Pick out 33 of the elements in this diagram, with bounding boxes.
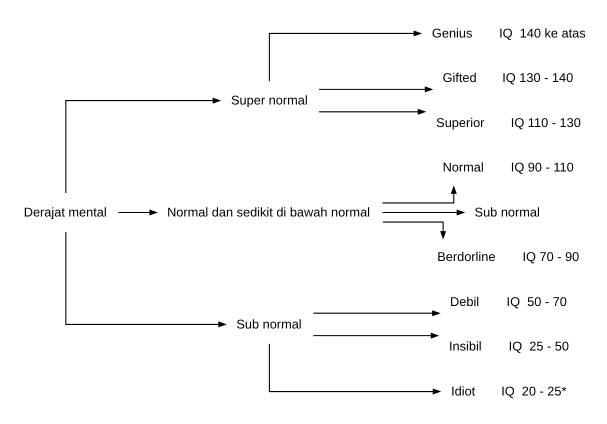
node-text: Idiot bbox=[451, 382, 476, 398]
arrow bbox=[319, 108, 426, 114]
arrow bbox=[65, 97, 222, 192]
node-label: IQ 70 - 90 bbox=[522, 248, 580, 264]
node-label: IQ 90 - 110 bbox=[510, 159, 574, 174]
node-label: IQ 130 - 140 bbox=[502, 70, 574, 85]
node-label: IQ 25 - 50 bbox=[508, 338, 569, 354]
node-label: IQ 140 ke atas bbox=[499, 24, 586, 40]
node-text: Sub normal bbox=[236, 316, 302, 331]
node-text: Normal bbox=[442, 159, 484, 174]
node-label: IQ 50 - 70 bbox=[506, 293, 567, 308]
node-text: Berdorline bbox=[437, 248, 496, 264]
arrow bbox=[382, 221, 446, 240]
arrow bbox=[382, 184, 457, 203]
node-text: Derajat mental bbox=[24, 204, 107, 219]
node-label: IQ 110 - 130 bbox=[510, 114, 581, 130]
arrow bbox=[65, 232, 227, 327]
node-text: Gifted bbox=[442, 70, 477, 85]
node-text: Genius bbox=[432, 24, 472, 40]
arrow bbox=[313, 310, 441, 316]
node-text: Super normal bbox=[231, 92, 308, 107]
arrow bbox=[268, 30, 422, 81]
arrow bbox=[313, 332, 440, 338]
arrow bbox=[382, 209, 466, 215]
node-text: Insibil bbox=[448, 338, 482, 354]
node-text: Debil bbox=[450, 293, 480, 308]
arrow bbox=[268, 343, 442, 394]
node-label: IQ 20 - 25* bbox=[501, 382, 566, 398]
arrow bbox=[118, 209, 158, 215]
node-text: Sub normal bbox=[474, 204, 540, 219]
node-text: Normal dan sedikit di bawah normal bbox=[167, 204, 370, 219]
arrow bbox=[319, 86, 434, 92]
node-text: Superior bbox=[436, 114, 484, 130]
